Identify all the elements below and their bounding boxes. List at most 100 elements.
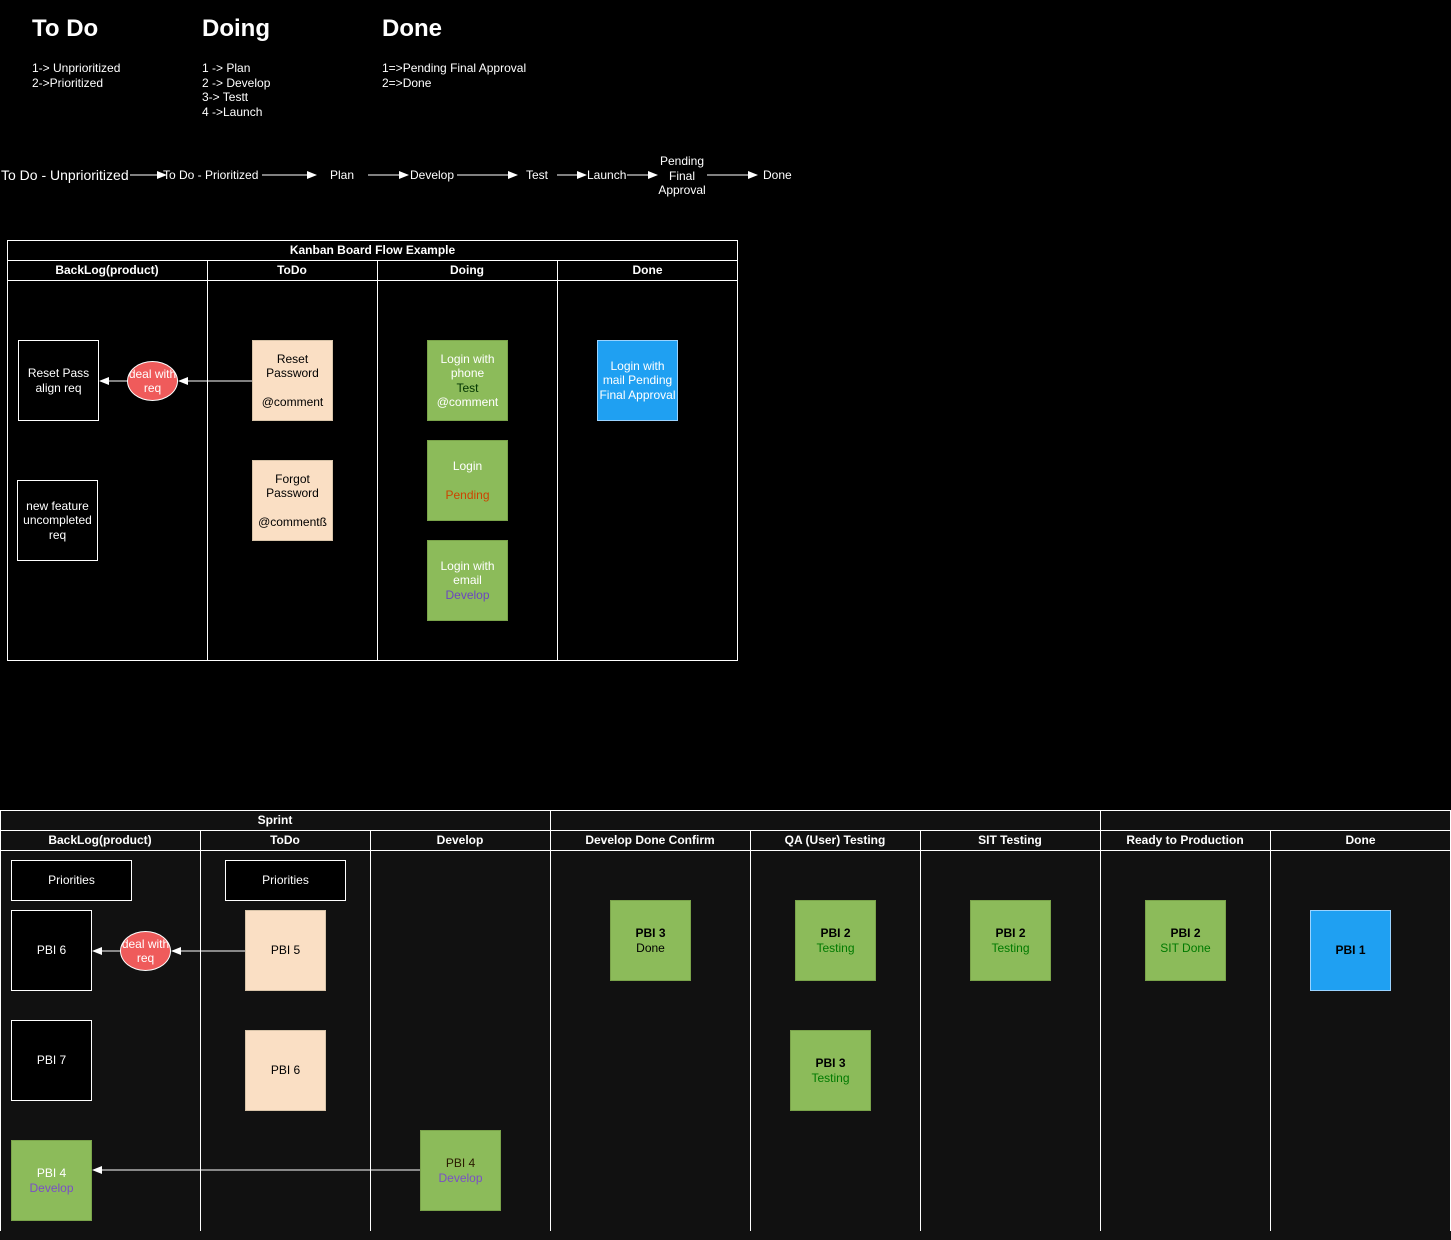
board2-col-backlog: BackLog(product) bbox=[48, 833, 152, 847]
card-status: SIT Done bbox=[1160, 940, 1211, 955]
board1-title: Kanban Board Flow Example bbox=[289, 243, 456, 257]
board2-col-done: Done bbox=[1345, 833, 1376, 847]
board2-col-divider bbox=[200, 830, 201, 1231]
ellipse-label: deal with req bbox=[128, 366, 177, 396]
card-login-with-email[interactable]: Login with email Develop bbox=[427, 540, 508, 621]
card-pbi1[interactable]: PBI 1 bbox=[1310, 910, 1391, 991]
legend-doing-title: Doing bbox=[202, 15, 270, 42]
board2-col-divider bbox=[1100, 810, 1101, 1231]
card-title: PBI 4 bbox=[445, 1156, 476, 1170]
board1-col-divider bbox=[557, 260, 558, 661]
card-label: Login with mail Pending Final Approval bbox=[599, 358, 676, 402]
board1-title-divider bbox=[7, 260, 738, 261]
card-status: Develop bbox=[438, 1170, 483, 1185]
board2-group-divider bbox=[0, 830, 1451, 831]
kanban-board-example bbox=[7, 240, 738, 661]
card-comment: @comment bbox=[261, 395, 324, 409]
deal-with-req-ellipse[interactable]: deal with req bbox=[127, 361, 178, 401]
card-login-with-mail[interactable]: Login with mail Pending Final Approval bbox=[597, 340, 678, 421]
card-login[interactable]: Login Pending bbox=[427, 440, 508, 521]
board2-col-divider bbox=[370, 830, 371, 1231]
card-pbi2-qa[interactable]: PBI 2 Testing bbox=[795, 900, 876, 981]
legend-doing-line: 2 -> Develop bbox=[202, 75, 271, 90]
flow-step-launch: Launch bbox=[587, 168, 627, 182]
card-status: Test bbox=[456, 380, 479, 395]
card-title: PBI 3 bbox=[635, 926, 666, 940]
board2-col-qa-testing: QA (User) Testing bbox=[784, 833, 886, 847]
board1-col-divider bbox=[377, 260, 378, 661]
board2-col-divider bbox=[920, 830, 921, 1231]
flow-step-prioritized: To Do - Prioritized bbox=[163, 168, 259, 182]
board2-col-develop: Develop bbox=[436, 833, 484, 847]
priorities-todo-box[interactable]: Priorities bbox=[225, 860, 346, 901]
card-new-feature[interactable]: new feature uncompleted req bbox=[17, 480, 98, 561]
legend-todo-title: To Do bbox=[32, 15, 99, 42]
card-label: Priorities bbox=[48, 873, 95, 888]
card-label: PBI 6 bbox=[36, 943, 67, 958]
board2-left-border bbox=[0, 810, 1, 1231]
legend-todo-line: 2->Prioritized bbox=[32, 75, 104, 90]
card-pbi3-qa[interactable]: PBI 3 Testing bbox=[790, 1030, 871, 1111]
card-reset-pass-align-req[interactable]: Reset Pass align req bbox=[18, 340, 99, 421]
card-status: Pending bbox=[445, 487, 490, 502]
card-pbi4-develop[interactable]: PBI 4 Develop bbox=[420, 1130, 501, 1211]
card-comment: @commentß bbox=[258, 515, 327, 529]
board2-group-sprint: Sprint bbox=[257, 813, 293, 827]
card-pbi6-todo[interactable]: PBI 6 bbox=[245, 1030, 326, 1111]
board2-col-develop-done-confirm: Develop Done Confirm bbox=[585, 833, 715, 847]
card-label: PBI 7 bbox=[36, 1053, 67, 1068]
card-label: PBI 1 bbox=[1335, 943, 1366, 958]
board2-col-divider bbox=[750, 830, 751, 1231]
deal-with-req-ellipse-sprint[interactable]: deal with req bbox=[120, 931, 171, 971]
board1-col-todo: ToDo bbox=[277, 263, 307, 277]
legend-done-line: 1=>Pending Final Approval bbox=[382, 61, 527, 75]
legend-done-line: 2=>Done bbox=[382, 75, 432, 90]
flow-step-unprioritized: To Do - Unprioritized bbox=[1, 167, 129, 183]
card-title: Login with phone bbox=[440, 351, 495, 381]
card-status: Develop bbox=[29, 1180, 74, 1195]
card-pbi3-done-confirm[interactable]: PBI 3 Done bbox=[610, 900, 691, 981]
card-reset-password[interactable]: Reset Password @comment bbox=[252, 340, 333, 421]
card-label: PBI 6 bbox=[270, 1063, 301, 1078]
card-label: Reset Pass align req bbox=[27, 366, 90, 395]
card-pbi2-sit[interactable]: PBI 2 Testing bbox=[970, 900, 1051, 981]
board1-col-divider bbox=[207, 260, 208, 661]
card-forgot-password[interactable]: Forgot Password @commentß bbox=[252, 460, 333, 541]
card-status: Done bbox=[636, 940, 665, 955]
legend-done-list: 1=>Pending Final Approval 2=>Done bbox=[382, 61, 526, 90]
board2-col-divider bbox=[1270, 830, 1271, 1231]
legend-todo-line: 1-> Unprioritized bbox=[32, 61, 121, 75]
card-title: Login with email bbox=[440, 558, 495, 588]
card-comment: @comment bbox=[436, 395, 499, 409]
card-label: new feature uncompleted req bbox=[23, 498, 92, 542]
board1-col-doing: Doing bbox=[450, 263, 484, 277]
card-title: Login bbox=[452, 458, 483, 473]
legend-doing-line: 4 ->Launch bbox=[202, 104, 263, 119]
card-title: Forgot Password bbox=[266, 471, 319, 501]
card-pbi7[interactable]: PBI 7 bbox=[11, 1020, 92, 1101]
priorities-backlog-box[interactable]: Priorities bbox=[11, 860, 132, 901]
board2-col-sit-testing: SIT Testing bbox=[978, 833, 1042, 847]
card-label: Priorities bbox=[262, 873, 309, 888]
legend-todo-list: 1-> Unprioritized 2->Prioritized bbox=[32, 61, 120, 90]
card-title: PBI 4 bbox=[36, 1166, 67, 1180]
flow-step-pending-final-approval: Pending Final Approval bbox=[658, 154, 706, 197]
board2-col-todo: ToDo bbox=[270, 833, 300, 847]
board1-header-divider bbox=[7, 280, 738, 281]
flow-step-test: Test bbox=[526, 168, 549, 182]
card-title: PBI 2 bbox=[995, 926, 1026, 940]
card-status: Testing bbox=[816, 940, 855, 955]
ellipse-label: deal with req bbox=[121, 936, 170, 966]
card-label: PBI 5 bbox=[270, 943, 301, 958]
board1-col-done: Done bbox=[632, 263, 663, 277]
flow-step-develop: Develop bbox=[410, 168, 455, 182]
card-pbi6-backlog[interactable]: PBI 6 bbox=[11, 910, 92, 991]
board1-col-backlog: BackLog(product) bbox=[55, 263, 159, 277]
card-pbi2-ready[interactable]: PBI 2 SIT Done bbox=[1145, 900, 1226, 981]
card-pbi5[interactable]: PBI 5 bbox=[245, 910, 326, 991]
card-status: Develop bbox=[445, 587, 490, 602]
card-login-with-phone[interactable]: Login with phone Test @comment bbox=[427, 340, 508, 421]
board2-col-ready-to-production: Ready to Production bbox=[1126, 833, 1244, 847]
card-pbi4-backlog[interactable]: PBI 4 Develop bbox=[11, 1140, 92, 1221]
